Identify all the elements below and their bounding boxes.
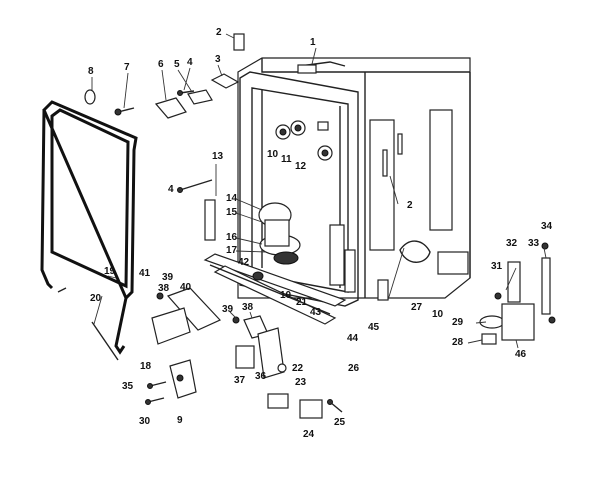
callout-8: 8 xyxy=(88,66,94,77)
callout-1: 1 xyxy=(310,37,316,48)
hardware-parts xyxy=(84,33,556,419)
callout-14: 14 xyxy=(226,193,238,204)
callout-18: 18 xyxy=(140,361,152,372)
callout-37: 37 xyxy=(234,375,246,386)
callout-38: 38 xyxy=(158,283,170,294)
callout-7: 7 xyxy=(124,62,130,73)
callout-31: 31 xyxy=(491,261,503,272)
callout-19: 19 xyxy=(104,266,116,277)
callout-20: 20 xyxy=(90,293,102,304)
callout-33: 33 xyxy=(528,238,540,249)
callout-25: 25 xyxy=(334,417,346,428)
callout-45: 45 xyxy=(368,322,380,333)
callout-10: 10 xyxy=(432,309,444,320)
callout-43: 43 xyxy=(310,307,322,318)
callout-26: 26 xyxy=(348,363,360,374)
callout-29: 29 xyxy=(452,317,464,328)
callout-16: 16 xyxy=(226,232,238,243)
callout-44: 44 xyxy=(347,333,359,344)
callout-10: 10 xyxy=(280,290,292,301)
callout-9: 9 xyxy=(177,415,183,426)
callout-39: 39 xyxy=(222,304,234,315)
callout-2: 2 xyxy=(407,200,413,211)
callout-34: 34 xyxy=(541,221,553,232)
callout-36: 36 xyxy=(255,371,267,382)
callout-38: 38 xyxy=(242,302,254,313)
door-panel xyxy=(40,100,138,361)
callout-35: 35 xyxy=(122,381,134,392)
callout-15: 15 xyxy=(226,207,238,218)
callout-2: 2 xyxy=(216,27,222,38)
callout-39: 39 xyxy=(162,272,174,283)
callout-21: 21 xyxy=(296,297,308,308)
callout-23: 23 xyxy=(295,377,307,388)
callout-12: 12 xyxy=(295,161,307,172)
callout-24: 24 xyxy=(303,429,315,440)
leader-lines xyxy=(91,33,547,349)
callout-5: 5 xyxy=(174,59,180,70)
callout-3: 3 xyxy=(215,54,221,65)
callout-32: 32 xyxy=(506,238,518,249)
callout-41: 41 xyxy=(139,268,151,279)
callout-30: 30 xyxy=(139,416,151,427)
callout-11: 11 xyxy=(281,154,292,165)
callout-4: 4 xyxy=(168,184,174,195)
callout-6: 6 xyxy=(158,59,164,70)
callout-22: 22 xyxy=(292,363,304,374)
callout-42: 42 xyxy=(238,257,250,268)
callout-17: 17 xyxy=(226,245,238,256)
callout-13: 13 xyxy=(212,151,224,162)
callout-4: 4 xyxy=(187,57,193,68)
callout-28: 28 xyxy=(452,337,464,348)
callout-46: 46 xyxy=(515,349,527,360)
tub-assembly xyxy=(203,57,471,325)
callout-27: 27 xyxy=(411,302,423,313)
callout-40: 40 xyxy=(180,282,192,293)
callout-10: 10 xyxy=(267,149,279,160)
